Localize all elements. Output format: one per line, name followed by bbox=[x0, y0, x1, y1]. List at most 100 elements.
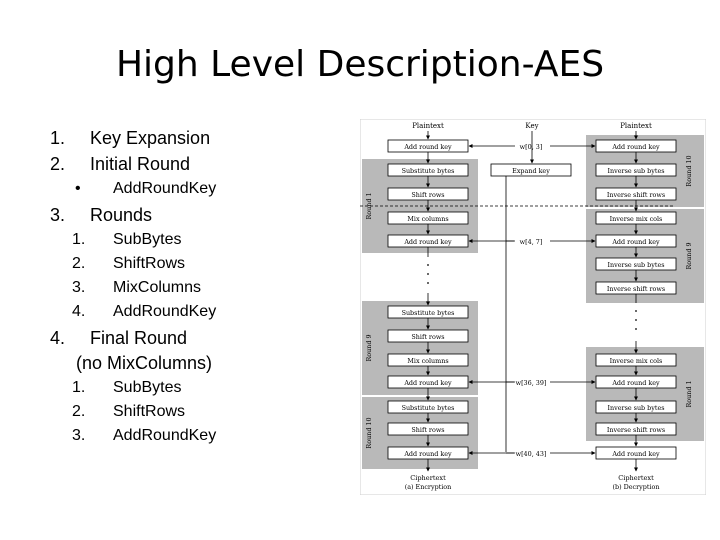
decryption-step-label: Add round key bbox=[611, 238, 660, 246]
outline-marker: 3. bbox=[72, 279, 86, 296]
outline-marker: 1. bbox=[50, 128, 66, 148]
encryption-step-box bbox=[387, 353, 469, 367]
round-label: Round 1 bbox=[365, 192, 373, 219]
decryption-step-box bbox=[595, 234, 677, 248]
round-key-word: w[36, 39] bbox=[516, 379, 547, 387]
outline-item: AddRoundKey bbox=[113, 303, 217, 320]
expand-key-label: Expand key bbox=[512, 167, 550, 175]
encryption-step-label: Substitute bytes bbox=[402, 404, 455, 412]
decryption-step-label: Inverse shift rows bbox=[607, 191, 665, 199]
decryption-step-label: Add round key bbox=[611, 143, 660, 151]
decryption-step-box bbox=[595, 353, 677, 367]
round-key-word: w[4, 7] bbox=[520, 238, 543, 246]
outline-marker: 2. bbox=[72, 255, 86, 272]
decryption-step-label: Inverse mix cols bbox=[610, 357, 663, 365]
decryption-step-box bbox=[595, 257, 677, 271]
encryption-step-label: Add round key bbox=[403, 238, 452, 246]
decryption-step-label: Inverse sub bytes bbox=[607, 261, 664, 269]
outline-marker: 4. bbox=[72, 303, 86, 320]
ellipsis-dot bbox=[427, 264, 429, 266]
decryption-step-label: Add round key bbox=[611, 450, 660, 458]
encryption-step-box bbox=[387, 211, 469, 225]
outline-item: Rounds bbox=[90, 205, 153, 225]
expand-key-box bbox=[490, 163, 572, 177]
outline-item: ShiftRows bbox=[113, 255, 186, 272]
decryption-step-label: Inverse shift rows bbox=[607, 426, 665, 434]
encryption-step-box bbox=[387, 163, 469, 177]
round-label: Round 10 bbox=[365, 417, 373, 448]
plaintext-label: Plaintext bbox=[412, 122, 444, 130]
outline-item: Initial Round bbox=[90, 154, 191, 174]
ellipsis-dot bbox=[635, 319, 637, 321]
encryption-step-label: Mix columns bbox=[407, 357, 448, 365]
outline-item: (no MixColumns) bbox=[76, 353, 213, 373]
outline-item: Key Expansion bbox=[90, 128, 211, 148]
outline-marker: 2. bbox=[72, 403, 86, 420]
ciphertext-label: Ciphertext bbox=[618, 474, 654, 482]
round-label: Round 1 bbox=[685, 380, 693, 407]
outline-marker: 1. bbox=[72, 231, 86, 248]
outline-item: ShiftRows bbox=[113, 403, 186, 420]
decryption-step-box bbox=[595, 400, 677, 414]
encryption-step-label: Shift rows bbox=[411, 191, 444, 199]
encryption-step-box bbox=[387, 329, 469, 343]
outline-item: MixColumns bbox=[113, 279, 202, 296]
slide-title: High Level Description-AES bbox=[115, 44, 605, 85]
round-label: Round 9 bbox=[685, 242, 693, 269]
decryption-step-label: Inverse mix cols bbox=[610, 215, 663, 223]
decryption-step-box bbox=[595, 163, 677, 177]
encryption-step-label: Shift rows bbox=[411, 426, 444, 434]
encryption-step-box bbox=[387, 375, 469, 389]
outline-marker: 3. bbox=[50, 205, 66, 225]
encryption-step-label: Substitute bytes bbox=[402, 309, 455, 317]
encryption-step-label: Add round key bbox=[403, 450, 452, 458]
decryption-step-box bbox=[595, 446, 677, 460]
decryption-step-box bbox=[595, 211, 677, 225]
outline-marker: 1. bbox=[72, 379, 86, 396]
encryption-step-label: Mix columns bbox=[407, 215, 448, 223]
outline-marker: 3. bbox=[72, 427, 86, 444]
outline-item: Final Round bbox=[90, 328, 188, 348]
encryption-step-label: Add round key bbox=[403, 143, 452, 151]
round-key-word: w[0, 3] bbox=[520, 143, 543, 151]
ellipsis-dot bbox=[427, 282, 429, 284]
encryption-step-box bbox=[387, 234, 469, 248]
decryption-step-box bbox=[595, 139, 677, 153]
decryption-step-label: Inverse sub bytes bbox=[607, 404, 664, 412]
ciphertext-label: Ciphertext bbox=[410, 474, 446, 482]
plaintext-label: Plaintext bbox=[620, 122, 652, 130]
outline-item: SubBytes bbox=[113, 231, 182, 248]
outline-marker: 4. bbox=[50, 328, 66, 348]
outline-marker: 2. bbox=[50, 154, 66, 174]
encryption-step-box bbox=[387, 446, 469, 460]
round-label: Round 10 bbox=[685, 155, 693, 186]
encryption-step-box bbox=[387, 187, 469, 201]
ellipsis-dot bbox=[635, 328, 637, 330]
ellipsis-dot bbox=[635, 310, 637, 312]
key-label: Key bbox=[525, 122, 538, 130]
round-label: Round 9 bbox=[365, 334, 373, 361]
encryption-caption: (a) Encryption bbox=[405, 483, 452, 491]
ellipsis-dot bbox=[427, 273, 429, 275]
decryption-step-label: Inverse shift rows bbox=[607, 285, 665, 293]
decryption-caption: (b) Decryption bbox=[613, 483, 660, 491]
decryption-step-box bbox=[595, 187, 677, 201]
outline-marker: • bbox=[75, 180, 81, 197]
decryption-step-box bbox=[595, 422, 677, 436]
encryption-step-box bbox=[387, 139, 469, 153]
decryption-step-box bbox=[595, 281, 677, 295]
decryption-step-box bbox=[595, 375, 677, 389]
encryption-step-box bbox=[387, 422, 469, 436]
outline-item: AddRoundKey bbox=[113, 180, 217, 197]
encryption-step-box bbox=[387, 400, 469, 414]
outline-item: SubBytes bbox=[113, 379, 182, 396]
decryption-step-label: Add round key bbox=[611, 379, 660, 387]
decryption-step-label: Inverse sub bytes bbox=[607, 167, 664, 175]
encryption-step-label: Substitute bytes bbox=[402, 167, 455, 175]
encryption-step-label: Add round key bbox=[403, 379, 452, 387]
encryption-step-box bbox=[387, 305, 469, 319]
encryption-step-label: Shift rows bbox=[411, 333, 444, 341]
outline-item: AddRoundKey bbox=[113, 427, 217, 444]
